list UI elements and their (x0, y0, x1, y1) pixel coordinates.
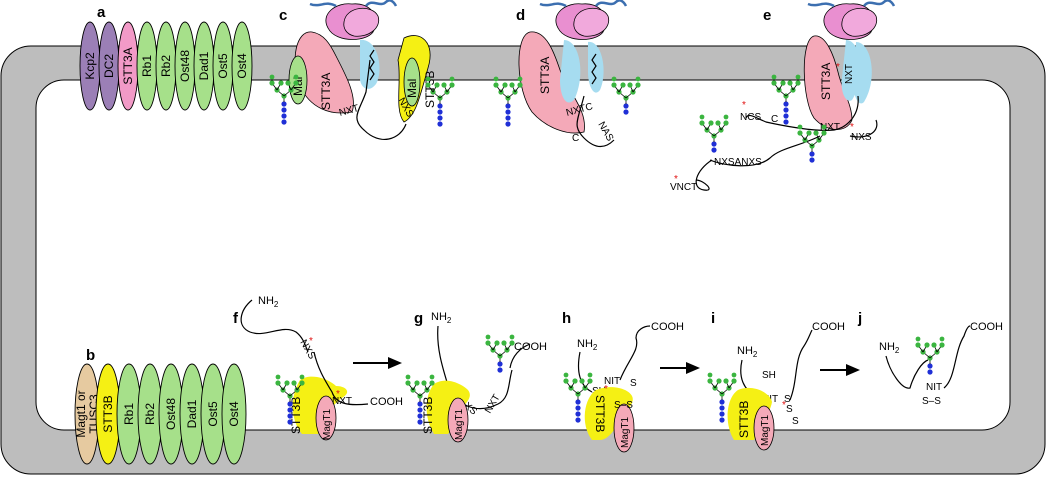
stt3a-label-d: STT3A (538, 57, 552, 94)
subunit-label: Ost48 (164, 398, 178, 430)
panel-d: STT3A NXTC C NAS (493, 0, 642, 148)
seq-nxsanxs-e: NXSANXS (714, 157, 762, 168)
glyco-star-i: * (782, 400, 786, 411)
panel-i: NH2 SH NIT STT3B MagT1 COOH S S S * (707, 321, 845, 451)
glyco-star-e2: * (850, 122, 854, 133)
nh2-g: NH2 (431, 311, 452, 325)
stt3b-label-g: STT3B (421, 397, 435, 434)
panel-j: NH2 NIT S–S COOH (879, 321, 1003, 407)
subunit-label: Ost5 (206, 401, 220, 427)
nh2-h: NH2 (577, 338, 598, 352)
cooh-j: COOH (970, 321, 1003, 333)
panel-h: NH2 SH STT3B MagT1 NIT * COOH S S–S (563, 321, 684, 453)
ost-complex-a: Kcp2 DC2 STT3A Rb1 Rb2 Ost48 Dad1 Ost5 Ost4 (79, 21, 253, 111)
seq-nxt-c: NXT (338, 103, 360, 119)
seq-nxt-e2: NXT (820, 122, 840, 133)
subunit-label: Dad1 (197, 51, 211, 80)
subunit-label: STT3A (121, 47, 135, 84)
s-i2: S (786, 404, 793, 415)
stt3b-label-f: STT3B (289, 397, 303, 434)
glyco-star-f2: * (336, 389, 340, 400)
seq-nxt-e: NXT (844, 64, 855, 84)
s-h1: S (630, 378, 637, 389)
subunit-label: Rb1 (122, 403, 136, 425)
subunit-label: STT3B (101, 395, 115, 432)
subunit-label: Kcp2 (83, 52, 97, 80)
subunit-label: Dad1 (185, 399, 199, 428)
subunit-label: DC2 (102, 54, 116, 78)
ss-h: S–S (614, 400, 633, 411)
subunit-label: Rb2 (143, 403, 157, 425)
er-membrane (0, 45, 1046, 475)
seq-nxs-e: NXS (851, 132, 872, 143)
cooh-g: COOH (514, 341, 547, 353)
panel-label-d: d (516, 7, 525, 24)
panel-c: Mal STT3A Mal STT3B NXT NXS (269, 0, 454, 140)
panel-label-a: a (97, 4, 106, 21)
magt1-label-g: MagT1 (454, 408, 465, 440)
mal-label-2: Mal (405, 79, 419, 98)
s-i1: S (784, 394, 791, 405)
magt1-label-f: MagT1 (322, 408, 333, 440)
panel-label-f: f (233, 310, 239, 327)
stt3a-label-e: STT3A (819, 63, 833, 100)
panel-f: NH2 NXS * STT3B MagT1 NXT * COOH (240, 295, 403, 441)
mal-label: Mal (291, 77, 305, 96)
subunit-label: Ost5 (216, 53, 230, 79)
subunit-ost4 (231, 21, 253, 111)
glyco-star-e1: * (836, 62, 840, 73)
magt1-label-i: MagT1 (760, 414, 771, 446)
glyco-star-f1: * (309, 336, 313, 347)
nh2-f: NH2 (258, 295, 279, 309)
panel-label-g: g (414, 310, 423, 327)
subunit-label: Ost48 (178, 50, 192, 82)
cooh-h: COOH (651, 321, 684, 333)
seq-c-d: C (572, 133, 579, 144)
subunit-label: Ost4 (235, 53, 249, 79)
stt3a-label: STT3A (319, 73, 333, 110)
glyco-star-e4: * (674, 174, 678, 185)
subunit-ost4 (221, 363, 247, 465)
nh2-j: NH2 (879, 341, 900, 355)
cooh-f: COOH (370, 396, 403, 408)
panel-g: NH2 NXS * STT3B MagT1 NXT COOH (405, 311, 547, 443)
stt3b-label-h: STT3B (593, 395, 607, 432)
magt1-label-h: MagT1 (620, 416, 631, 448)
panel-label-j: j (857, 310, 862, 327)
subunit-label: Rb1 (140, 55, 154, 77)
arrow-f-to-g (353, 357, 402, 369)
seq-vnct-e: VNCT (670, 182, 697, 193)
sh-i: SH (762, 370, 776, 381)
panel-label-b: b (86, 347, 95, 364)
cooh-i: COOH (812, 321, 845, 333)
seq-nit-h: NIT (604, 376, 620, 387)
panel-label-e: e (763, 7, 771, 24)
arrow-i-to-j (820, 364, 860, 376)
panel-label-h: h (562, 310, 571, 327)
s-i3: S (792, 416, 799, 427)
glyco-star-h: * (604, 384, 608, 395)
seq-ncs-e: NCS (740, 112, 761, 123)
seq-nit-j: NIT (926, 382, 942, 393)
panel-label-c: c (279, 7, 287, 24)
ss-j: S–S (922, 396, 941, 407)
seq-c-e: C (771, 114, 778, 125)
stt3b-label-i: STT3B (737, 401, 751, 438)
panel-label-i: i (711, 310, 715, 327)
arrow-h-to-i (660, 362, 700, 374)
glyco-star-e3: * (742, 100, 746, 111)
panel-e: STT3A NXT * NXT NXS * C NCS * NXSANXS VN… (670, 0, 896, 193)
nh2-i: NH2 (737, 345, 758, 359)
subunit-label: Ost4 (227, 401, 241, 427)
subunit-label: Rb2 (159, 55, 173, 77)
seq-nxt-f: NXT (332, 396, 352, 407)
